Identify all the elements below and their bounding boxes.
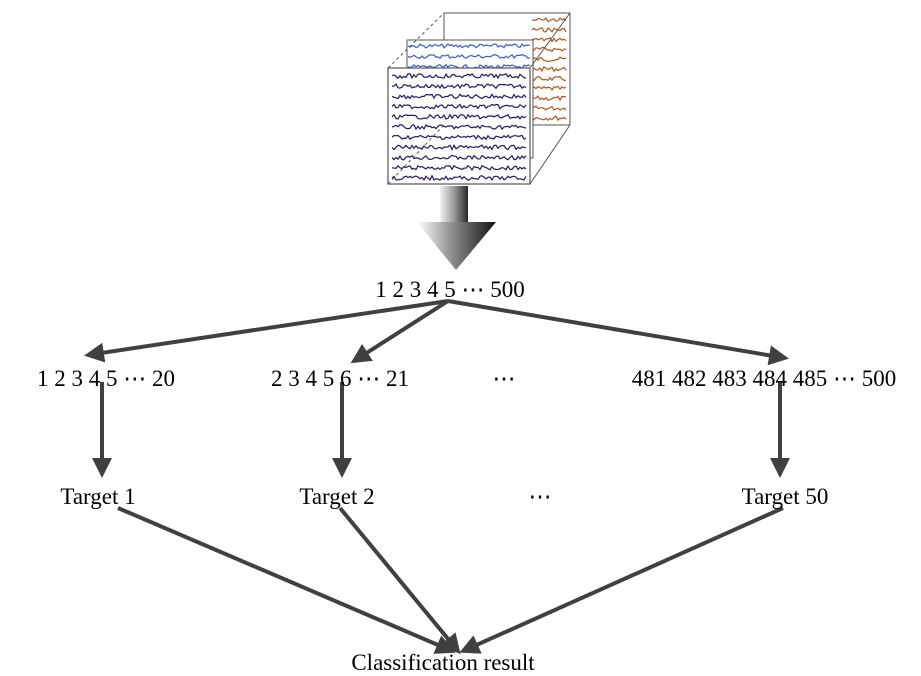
arrow-target50-result xyxy=(459,506,784,654)
back-panel-traces xyxy=(531,17,567,122)
target-label-ellipsis: ⋯ xyxy=(528,484,552,509)
signal-trace xyxy=(531,65,567,73)
target-label-50: Target 50 xyxy=(741,484,829,509)
classification-result-label: Classification result xyxy=(351,650,535,675)
target-label-2: Target 2 xyxy=(299,484,375,509)
top-sequence-label: 1 2 3 4 5 ⋯ 500 xyxy=(375,277,525,302)
signal-trace xyxy=(391,123,527,131)
split-arrows xyxy=(84,299,789,366)
signal-trace xyxy=(391,174,527,182)
arrow-target1-result xyxy=(117,506,456,654)
target-label-1: Target 1 xyxy=(60,484,136,509)
signal-trace xyxy=(391,143,527,152)
signal-trace xyxy=(531,56,567,62)
target-to-result-arrows xyxy=(117,506,784,655)
window-label-last: 481 482 483 484 485 ⋯ 500 xyxy=(631,366,897,391)
window-label-ellipsis: ⋯ xyxy=(492,366,516,391)
signal-trace xyxy=(391,83,527,90)
window-label-2: 2 3 4 5 6 ⋯ 21 xyxy=(271,366,409,391)
signal-trace xyxy=(391,93,527,100)
signal-trace xyxy=(391,103,527,110)
signal-trace xyxy=(407,43,531,49)
signal-trace xyxy=(391,134,527,141)
signal-trace xyxy=(531,76,566,82)
signal-trace xyxy=(532,17,567,23)
signal-trace xyxy=(531,95,567,102)
signal-trace xyxy=(391,113,527,120)
signal-trace xyxy=(531,85,567,91)
window-to-target-arrows xyxy=(92,382,790,478)
eeg-data-cube-icon xyxy=(387,12,571,185)
signal-trace xyxy=(531,27,567,33)
signal-trace xyxy=(391,164,527,172)
signal-trace xyxy=(531,105,567,111)
front-panel-traces xyxy=(391,73,527,182)
arrow-to-window-last xyxy=(447,299,789,366)
signal-trace xyxy=(531,115,567,122)
signal-trace xyxy=(391,154,527,161)
signal-trace xyxy=(407,53,531,60)
arrow-to-window-1 xyxy=(84,299,449,363)
window-label-1: 1 2 3 4 5 ⋯ 20 xyxy=(37,366,175,391)
arrow-to-window-2 xyxy=(350,299,450,364)
signal-trace xyxy=(531,36,567,43)
gradient-down-arrow-icon xyxy=(417,186,496,270)
arrow-target2-result xyxy=(338,506,461,655)
signal-trace xyxy=(531,46,567,53)
signal-trace xyxy=(391,73,527,80)
